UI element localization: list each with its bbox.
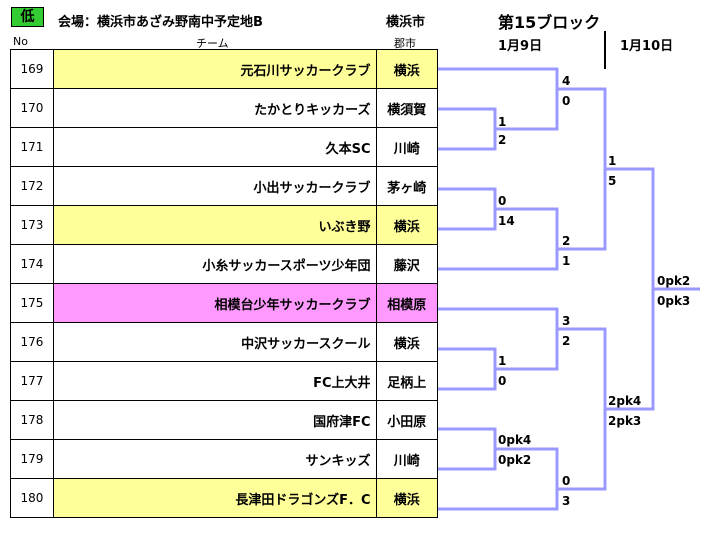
bracket-line bbox=[557, 87, 607, 169]
score: 0 bbox=[498, 374, 507, 388]
bracket-line bbox=[495, 329, 559, 371]
team-name: 長津田ドラゴンズF．C bbox=[52, 478, 377, 518]
team-row: 170 たかとりキッカーズ 横須賀 bbox=[10, 88, 439, 128]
bracket-line bbox=[495, 447, 559, 489]
score: 1 bbox=[498, 115, 507, 129]
team-row: 172 小出サッカークラブ 茅ヶ崎 bbox=[10, 166, 439, 206]
bracket-line bbox=[495, 207, 559, 249]
team-city: 小田原 bbox=[375, 400, 439, 440]
team-name: FC上大井 bbox=[52, 361, 377, 401]
team-city: 相模原 bbox=[375, 283, 439, 323]
bracket-line bbox=[438, 249, 559, 271]
col-header-city: 郡市 bbox=[394, 37, 416, 50]
team-name: いぶき野 bbox=[52, 205, 377, 245]
team-no: 175 bbox=[10, 283, 54, 323]
score: 0 bbox=[562, 474, 571, 488]
bracket-line bbox=[557, 169, 607, 251]
bracket-line bbox=[438, 107, 497, 151]
col-header-no: No bbox=[13, 35, 28, 48]
score: 4 bbox=[562, 74, 571, 88]
bracket-line bbox=[438, 187, 497, 231]
bracket-line bbox=[438, 427, 497, 471]
bracket-line bbox=[438, 307, 559, 329]
team-row: 173 いぶき野 横浜 bbox=[10, 205, 439, 245]
team-city: 足柄上 bbox=[375, 361, 439, 401]
date-day1: 1月9日 bbox=[498, 39, 543, 54]
team-row: 179 サンキッズ 川崎 bbox=[10, 439, 439, 479]
team-name: 元石川サッカークラブ bbox=[52, 49, 377, 89]
bracket-line bbox=[438, 347, 497, 391]
date-divider bbox=[604, 31, 606, 69]
team-row: 177 FC上大井 足柄上 bbox=[10, 361, 439, 401]
team-row: 175 相模台少年サッカークラブ 相模原 bbox=[10, 283, 439, 323]
score: 0 bbox=[562, 94, 571, 108]
score: 0 bbox=[498, 194, 507, 208]
score: 1 bbox=[562, 254, 571, 268]
team-table: 169 元石川サッカークラブ 横浜 170 たかとりキッカーズ 横須賀 171 … bbox=[10, 49, 439, 518]
score: 2 bbox=[562, 234, 571, 248]
score: 1 bbox=[498, 354, 507, 368]
score: 5 bbox=[608, 174, 617, 188]
col-header-team: チーム bbox=[196, 37, 229, 50]
team-no: 170 bbox=[10, 88, 54, 128]
team-city: 藤沢 bbox=[375, 244, 439, 284]
score: 3 bbox=[562, 494, 571, 508]
score: 3 bbox=[562, 314, 571, 328]
bracket-line bbox=[438, 489, 559, 511]
score: 0pk2 bbox=[498, 453, 532, 467]
score: 2pk4 bbox=[608, 394, 642, 408]
team-name: たかとりキッカーズ bbox=[52, 88, 377, 128]
score: 0pk2 bbox=[657, 274, 691, 288]
team-name: 相模台少年サッカークラブ bbox=[52, 283, 377, 323]
team-city: 川崎 bbox=[375, 127, 439, 167]
bracket-line bbox=[495, 109, 559, 131]
team-city: 横須賀 bbox=[375, 88, 439, 128]
team-name: 小出サッカークラブ bbox=[52, 166, 377, 206]
team-city: 川崎 bbox=[375, 439, 439, 479]
team-no: 177 bbox=[10, 361, 54, 401]
team-no: 169 bbox=[10, 49, 54, 89]
block-title: 第15ブロック bbox=[498, 13, 601, 32]
team-no: 173 bbox=[10, 205, 54, 245]
team-city: 横浜 bbox=[375, 478, 439, 518]
team-no: 172 bbox=[10, 166, 54, 206]
team-row: 169 元石川サッカークラブ 横浜 bbox=[10, 49, 439, 89]
team-row: 171 久本SC 川崎 bbox=[10, 127, 439, 167]
score: 14 bbox=[498, 214, 515, 228]
bracket-line bbox=[557, 327, 607, 409]
city-header: 横浜市 bbox=[386, 15, 426, 30]
bracket-line bbox=[605, 167, 655, 289]
team-city: 横浜 bbox=[375, 49, 439, 89]
score: 0pk3 bbox=[657, 294, 691, 308]
score: 1 bbox=[608, 154, 617, 168]
level-badge: 低 bbox=[11, 7, 44, 27]
team-no: 180 bbox=[10, 478, 54, 518]
score: 2pk3 bbox=[608, 414, 642, 428]
team-city: 茅ヶ崎 bbox=[375, 166, 439, 206]
date-day2: 1月10日 bbox=[620, 39, 674, 54]
score: 0pk4 bbox=[498, 433, 532, 447]
team-row: 174 小糸サッカースポーツ少年団 藤沢 bbox=[10, 244, 439, 284]
team-row: 180 長津田ドラゴンズF．C 横浜 bbox=[10, 478, 439, 518]
team-name: 久本SC bbox=[52, 127, 377, 167]
bracket-line bbox=[438, 67, 559, 109]
team-city: 横浜 bbox=[375, 205, 439, 245]
team-name: 小糸サッカースポーツ少年団 bbox=[52, 244, 377, 284]
bracket-line bbox=[557, 409, 607, 491]
venue-label: 会場：横浜市あざみ野南中予定地B bbox=[58, 15, 263, 30]
bracket-line bbox=[605, 289, 655, 411]
score: 2 bbox=[562, 334, 571, 348]
score: 2 bbox=[498, 133, 507, 147]
